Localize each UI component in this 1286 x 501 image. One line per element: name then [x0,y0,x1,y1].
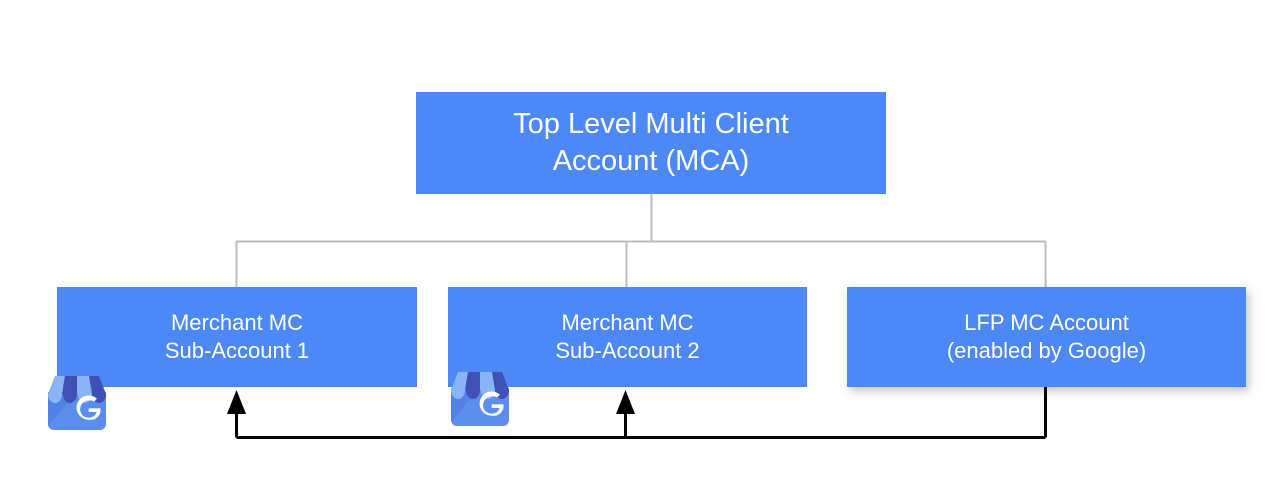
node-merchant-sub-account-1[interactable]: Merchant MC Sub-Account 1 [57,287,417,387]
node-top-level-mca[interactable]: Top Level Multi Client Account (MCA) [416,92,886,194]
gmb-body-shade [48,392,80,426]
node-merchant-sub-account-1-label: Merchant MC Sub-Account 1 [164,309,310,363]
gmb-letter-g [479,391,504,416]
gmb-body [48,392,106,430]
feedback-arrowheads [227,390,635,414]
node-top-level-mca-label: Top Level Multi Client Account (MCA) [513,107,789,177]
node-merchant-sub-account-2[interactable]: Merchant MC Sub-Account 2 [448,287,807,387]
arrowhead-to-sub1 [227,390,246,414]
gmb-letter-g [76,395,101,420]
node-lfp-mc-account-label: LFP MC Account (enabled by Google) [946,309,1147,363]
feedback-connector-group [235,387,1047,439]
arrowhead-to-sub2 [616,390,635,414]
gmb-body-shade [451,388,483,422]
gmb-body [451,388,509,426]
tree-connector-group [235,194,1047,287]
node-lfp-mc-account[interactable]: LFP MC Account (enabled by Google) [847,287,1246,387]
node-merchant-sub-account-2-label: Merchant MC Sub-Account 2 [555,309,700,363]
